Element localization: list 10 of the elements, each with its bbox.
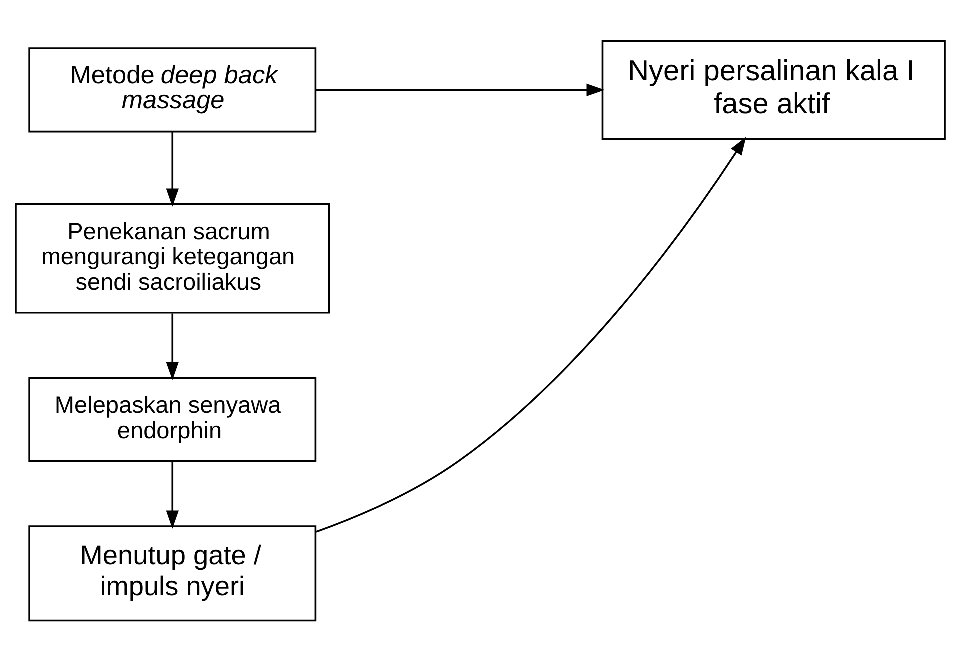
arrow bbox=[316, 83, 605, 96]
arrow bbox=[166, 313, 179, 380]
node-box: Menutup gate / impuls nyeri bbox=[28, 525, 317, 622]
arrow bbox=[316, 136, 746, 532]
node-box: Metode deep back massage bbox=[28, 47, 317, 132]
node-box: Penekanan sacrum mengurangi ketegangan sendi sacroiliakus bbox=[15, 202, 330, 314]
arrow bbox=[166, 131, 179, 206]
node-box: Melepaskan senyawa endorphin bbox=[28, 376, 317, 462]
arrow bbox=[166, 461, 179, 528]
node-box: Nyeri persalinan kala I fase aktif bbox=[602, 40, 946, 140]
